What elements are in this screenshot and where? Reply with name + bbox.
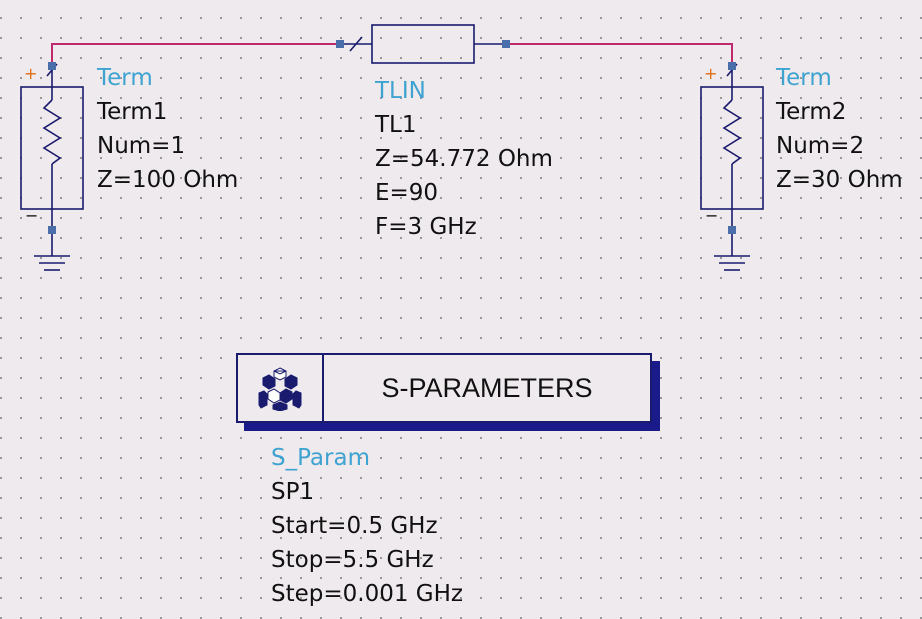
sparam-type: S_Param — [271, 445, 370, 471]
term1-label[interactable]: Term Term1 Num=1 Z=100 Ohm — [97, 61, 238, 197]
term2-plus-mark: + — [704, 64, 718, 83]
term1-minus-mark: − — [25, 206, 39, 225]
term2-minus-mark: − — [705, 206, 719, 225]
term2-pin-bottom[interactable] — [728, 226, 736, 234]
tlin-pin-left[interactable] — [336, 40, 344, 48]
term1-pin-top[interactable] — [48, 62, 56, 70]
sparam-label[interactable]: S_Param SP1 Start=0.5 GHz Stop=5.5 GHz S… — [271, 441, 463, 611]
tlin-electrical-length: E=90 — [375, 180, 439, 206]
sparam-step: Step=0.001 GHz — [271, 581, 463, 607]
term1-name: Term1 — [97, 99, 168, 125]
term1-plus-mark: + — [24, 64, 38, 83]
term2-name: Term2 — [776, 99, 847, 125]
term2-pin-top[interactable] — [728, 62, 736, 70]
term1-num: Num=1 — [97, 133, 186, 159]
tlin-pin-right[interactable] — [502, 40, 510, 48]
tlin-frequency: F=3 GHz — [375, 214, 477, 240]
term2-label[interactable]: Term Term2 Num=2 Z=30 Ohm — [776, 61, 903, 197]
tlin-label[interactable]: TLIN TL1 Z=54.772 Ohm E=90 F=3 GHz — [375, 74, 553, 244]
ground-icon — [34, 234, 70, 271]
tlin-impedance: Z=54.772 Ohm — [375, 146, 553, 172]
term2-impedance: Z=30 Ohm — [776, 167, 903, 193]
term2-type: Term — [776, 65, 832, 91]
tlin-type: TLIN — [375, 78, 426, 104]
term1-impedance: Z=100 Ohm — [97, 167, 239, 193]
term1-type: Term — [97, 65, 153, 91]
sparam-start: Start=0.5 GHz — [271, 513, 438, 539]
wire-top-left[interactable] — [51, 43, 340, 66]
tlin-name: TL1 — [375, 112, 417, 138]
tlin-symbol[interactable] — [340, 24, 506, 64]
ground-icon — [714, 234, 750, 271]
gear-cube-icon — [258, 367, 302, 411]
term1-pin-bottom[interactable] — [48, 226, 56, 234]
sparam-name: SP1 — [271, 479, 315, 505]
sparam-stop: Stop=5.5 GHz — [271, 547, 434, 573]
sparam-title: S-PARAMETERS — [381, 372, 593, 403]
term1-symbol[interactable] — [20, 63, 84, 230]
wire-top-right[interactable] — [506, 43, 733, 66]
sparam-block[interactable]: S-PARAMETERS — [236, 353, 652, 423]
sparam-icon-cell — [238, 355, 324, 421]
term2-num: Num=2 — [776, 133, 865, 159]
